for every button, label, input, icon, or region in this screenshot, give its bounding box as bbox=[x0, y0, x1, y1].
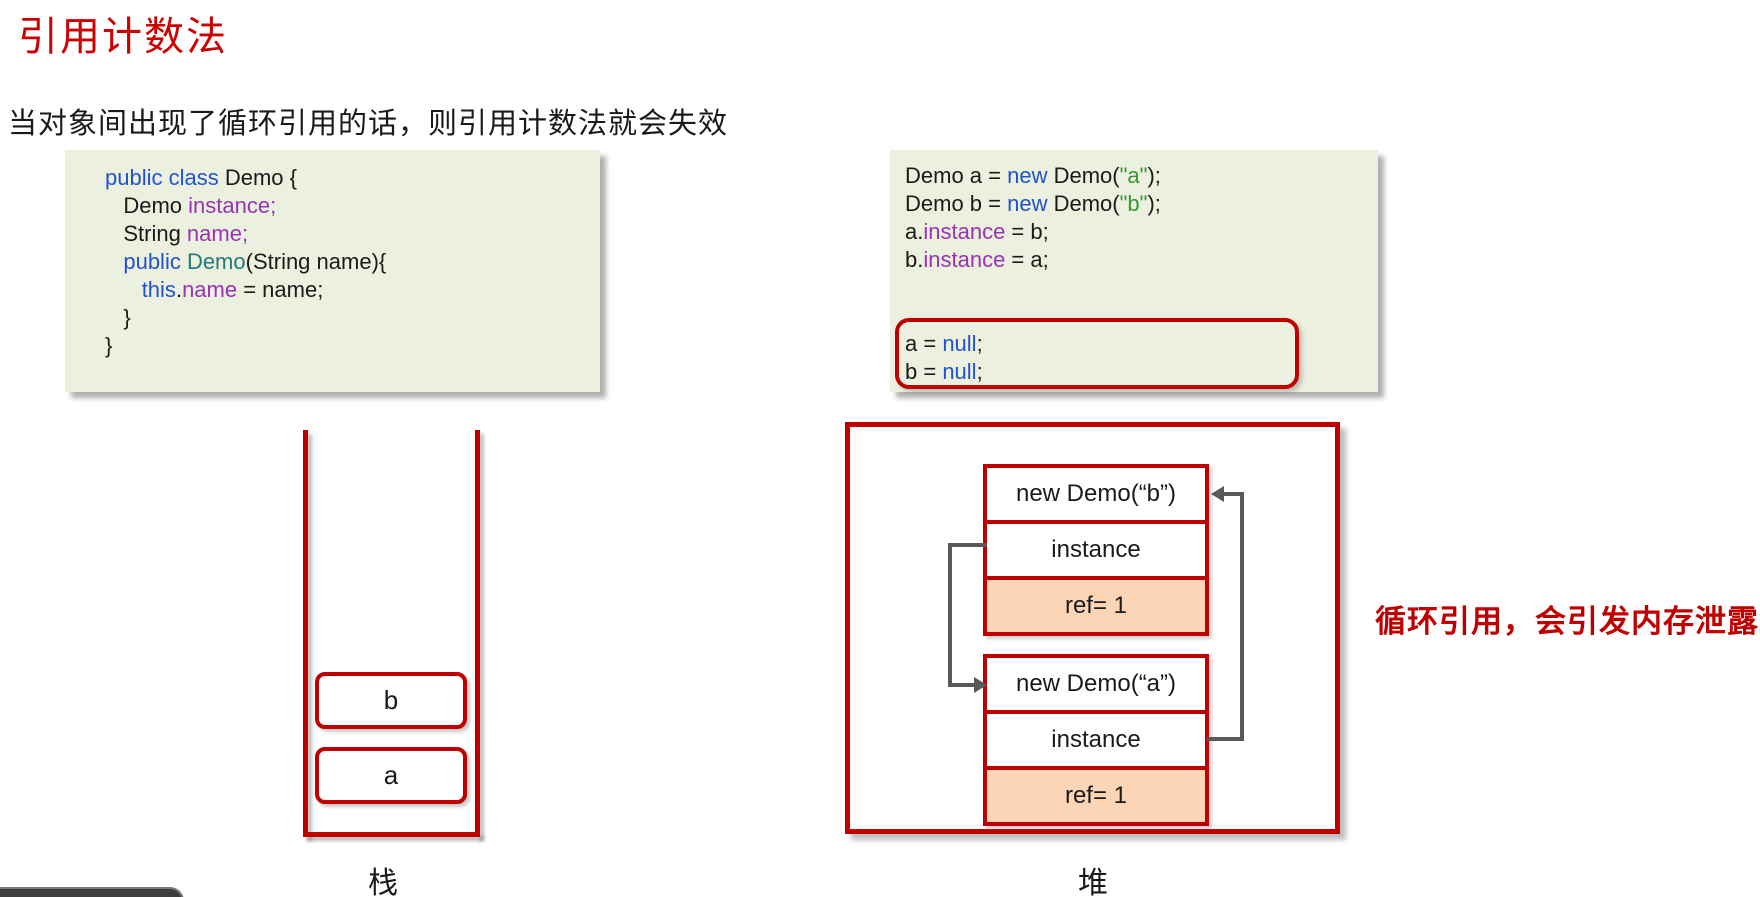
page-title: 引用计数法 bbox=[18, 14, 228, 59]
memory-leak-annotation: 循环引用，会引发内存泄露 bbox=[1375, 604, 1759, 639]
connector-a-to-b-vertical bbox=[1240, 494, 1244, 741]
subtitle-text: 当对象间出现了循环引用的话，则引用计数法就会失效 bbox=[8, 108, 729, 140]
heap-object-refcount-row: ref= 1 bbox=[987, 576, 1205, 632]
code-lines: a = null;b = null; bbox=[905, 331, 983, 384]
arrow-right-icon bbox=[974, 677, 987, 693]
stack-bottom-wall bbox=[303, 832, 480, 837]
stack-slot-b: b bbox=[315, 672, 467, 729]
connector-b-to-a-horizontal-start bbox=[948, 543, 987, 547]
heap-object-title-row: new Demo(“b”) bbox=[987, 468, 1205, 520]
stack-slot-a: a bbox=[315, 747, 467, 804]
heap-object-refcount-row: ref= 1 bbox=[987, 766, 1205, 822]
stack-slot-label: a bbox=[383, 760, 399, 790]
arrow-left-icon bbox=[1211, 486, 1224, 502]
stack-left-wall bbox=[303, 430, 308, 837]
code-block-usage: Demo a = new Demo("a");Demo b = new Demo… bbox=[890, 150, 1378, 392]
heap-object-title-row: new Demo(“a”) bbox=[987, 658, 1205, 710]
heap-object-field-row: instance bbox=[987, 710, 1205, 766]
heap-label: 堆 bbox=[1078, 867, 1108, 897]
heap-object-a: new Demo(“a”) instance ref= 1 bbox=[983, 654, 1209, 826]
connector-b-to-a-vertical bbox=[948, 543, 952, 687]
connector-a-to-b-horizontal-start bbox=[1207, 737, 1244, 741]
code-block-class-definition: public class Demo { Demo instance; Strin… bbox=[65, 150, 600, 392]
heap-object-b: new Demo(“b”) instance ref= 1 bbox=[983, 464, 1209, 636]
connector-a-to-b-horizontal-end bbox=[1224, 492, 1244, 496]
connector-b-to-a-horizontal-end bbox=[948, 683, 976, 687]
stack-slot-label: b bbox=[383, 685, 399, 715]
stack-right-wall bbox=[475, 430, 480, 837]
stack-label: 栈 bbox=[368, 867, 398, 897]
code-lines: public class Demo { Demo instance; Strin… bbox=[105, 165, 387, 358]
null-assignment-highlight-box: a = null;b = null; bbox=[895, 318, 1299, 389]
code-lines: Demo a = new Demo("a");Demo b = new Demo… bbox=[905, 163, 1161, 272]
player-control-overlay[interactable] bbox=[0, 887, 184, 897]
heap-object-field-row: instance bbox=[987, 520, 1205, 576]
